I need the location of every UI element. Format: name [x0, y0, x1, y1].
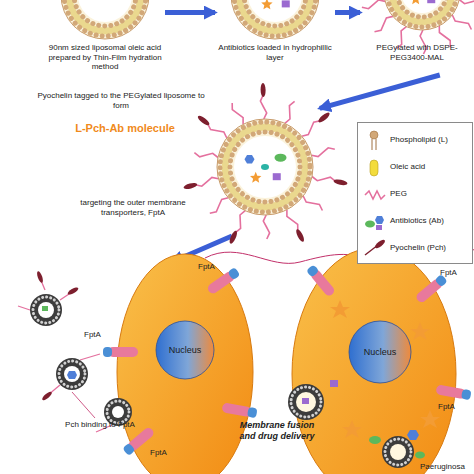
liposome-shape — [360, 0, 474, 75]
fpta-transporter — [435, 384, 471, 400]
legend-symbol — [362, 183, 388, 207]
legend-text: PEG — [390, 189, 470, 199]
nucleus-label: Nucleus — [348, 347, 412, 357]
legend-text: Antibiotics (Ab) — [390, 216, 470, 226]
step-caption: Antibiotics loaded in hydrophillic layer — [215, 43, 335, 62]
step-caption: 90nm sized liposomal oleic acid prepared… — [45, 43, 165, 72]
fpta-transporter — [306, 264, 336, 297]
legend-text: Phospholipid (L) — [390, 135, 470, 145]
legend-text: Oleic acid — [390, 162, 470, 172]
nucleus-circle: Nucleus — [348, 320, 412, 384]
step-caption: PEGylated with DSPE-PEG3400-MAL — [360, 43, 474, 62]
fpta-transporter — [221, 402, 257, 418]
step-note: Pch binding to FptA — [50, 420, 150, 430]
step-note: targeting the outer membrane transporter… — [68, 198, 198, 217]
transporter-label: FptA — [84, 330, 114, 340]
transporter-label: FptA — [150, 448, 180, 458]
legend-box: Phospholipid (L) Oleic acidPEG Antibiotics… — [357, 122, 473, 264]
liposome-small — [41, 354, 100, 402]
nucleus-label: Nucleus — [155, 345, 215, 355]
leader-line — [72, 392, 95, 418]
legend-symbol — [362, 129, 388, 153]
liposome-node: Pyochelin tagged to the PEGylated liposo… — [30, 85, 335, 240]
liposome-fusing — [382, 436, 414, 468]
transporter-label: FptA — [440, 268, 470, 278]
legend-symbol — [362, 210, 388, 234]
flow-arrow — [165, 10, 215, 15]
bacterium-cell — [292, 248, 456, 474]
legend-row: Phospholipid (L) — [358, 127, 472, 153]
flow-arrow — [320, 75, 440, 108]
liposome-node: PEGylated with DSPE-PEG3400-MAL — [360, 0, 474, 75]
flow-arrow — [335, 10, 360, 15]
transporter-label: FptA — [438, 402, 468, 412]
step-caption: Pyochelin tagged to the PEGylated liposo… — [36, 91, 206, 110]
transporter-label: FptA — [198, 262, 228, 272]
legend-symbol — [362, 156, 388, 180]
liposome-node: 90nm sized liposomal oleic acid prepared… — [45, 0, 165, 75]
fpta-transporter — [103, 347, 138, 357]
legend-row: PEG — [358, 181, 472, 207]
released-drug — [330, 300, 440, 459]
liposome-shape — [215, 0, 335, 75]
liposome-small — [18, 271, 79, 326]
liposome-fusing — [288, 384, 324, 420]
bacterium-cell — [117, 254, 253, 474]
legend-text: Pyochelin (Pch) — [390, 243, 470, 253]
legend-row: Oleic acid — [358, 154, 472, 180]
molecule-name: L-Pch-Ab molecule — [50, 122, 200, 134]
legend-symbol — [362, 237, 388, 261]
legend-row: Antibiotics (Ab) — [358, 208, 472, 234]
fpta-transporter — [415, 274, 448, 304]
liposome-shape — [30, 85, 335, 240]
nucleus-circle: Nucleus — [155, 320, 215, 380]
liposome-node: Antibiotics loaded in hydrophillic layer — [215, 0, 335, 75]
fpta-transporter — [206, 267, 240, 295]
organism-label: Paeruginosa — [420, 462, 474, 472]
legend-row: Pyochelin (Pch) — [358, 235, 472, 261]
step-note: Membrane fusion and drug delivery — [238, 420, 316, 441]
